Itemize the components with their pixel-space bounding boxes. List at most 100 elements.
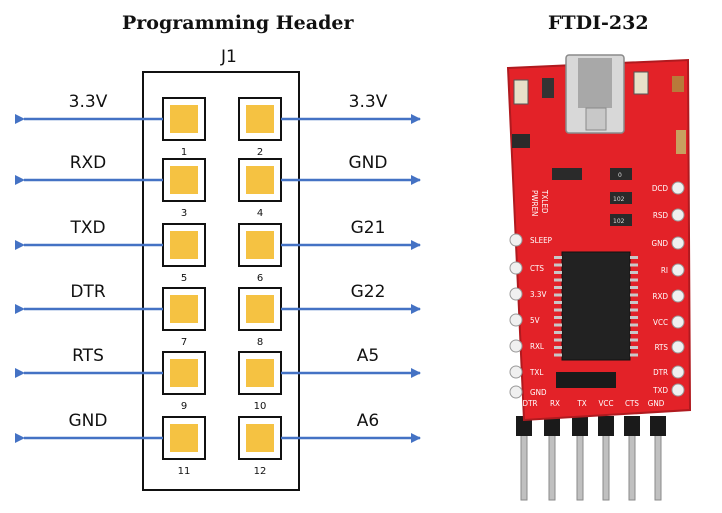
board-left-label: PWREN bbox=[530, 190, 539, 216]
pcb-body bbox=[506, 58, 692, 422]
pin-pad bbox=[246, 105, 274, 133]
capacitor-part bbox=[513, 79, 529, 105]
board-left-label: SLEEP bbox=[530, 236, 553, 245]
left-pad bbox=[509, 339, 523, 353]
board-right-label: TXD bbox=[652, 386, 668, 395]
ic-leg bbox=[630, 316, 638, 319]
pin-label: RXD bbox=[70, 153, 107, 173]
ic-leg bbox=[630, 323, 638, 327]
right-pad bbox=[671, 289, 685, 303]
programming-header-title: Programming Header bbox=[122, 12, 354, 34]
board-bottom-label: TX bbox=[576, 399, 586, 408]
ic-leg bbox=[630, 338, 638, 342]
board-right-label: RSD bbox=[653, 211, 669, 220]
ic-leg bbox=[630, 263, 638, 267]
header-pins bbox=[516, 416, 666, 501]
side-pads bbox=[509, 181, 685, 399]
ic-leg bbox=[554, 346, 562, 349]
ic-leg bbox=[554, 271, 562, 274]
pin-9: 9 RTS bbox=[14, 346, 206, 412]
pin-label: RTS bbox=[72, 346, 104, 366]
chip-resistor-label-0: 0 bbox=[618, 172, 622, 179]
board-right-label: VCC bbox=[653, 318, 668, 327]
board-left-label: 5V bbox=[530, 316, 540, 325]
pins-layer: 13.3V23.3V3RXD4GND5TXD6G217DTR8G229RTS10… bbox=[14, 92, 421, 477]
board-bottom-label: DTR bbox=[523, 399, 538, 408]
board-right-label: RTS bbox=[655, 343, 669, 352]
ic-leg bbox=[554, 316, 562, 319]
pin-pad bbox=[170, 105, 198, 133]
resistor-part bbox=[633, 71, 649, 95]
ic-leg bbox=[554, 353, 562, 357]
pin-label: 3.3V bbox=[69, 92, 108, 112]
board-left-label: TXL bbox=[529, 368, 543, 377]
board-bottom-label: CTS bbox=[625, 399, 639, 408]
header-pin-base bbox=[598, 416, 614, 436]
right-pad bbox=[671, 208, 685, 222]
right-pad bbox=[671, 383, 685, 397]
ic-leg bbox=[630, 278, 638, 282]
connector-housing bbox=[142, 71, 300, 491]
board-left-label: GND bbox=[530, 388, 547, 397]
ic-leg bbox=[630, 286, 638, 289]
pin-label: DTR bbox=[70, 282, 105, 302]
pin-2: 23.3V bbox=[238, 92, 421, 158]
usb-connector-opening bbox=[578, 58, 612, 108]
right-pad bbox=[671, 315, 685, 329]
pin-number: 5 bbox=[181, 273, 187, 284]
ic-leg bbox=[554, 338, 562, 342]
led-part bbox=[542, 78, 554, 98]
pin-number: 11 bbox=[178, 466, 191, 477]
header-pin-base bbox=[572, 416, 588, 436]
usb-connector-tab bbox=[585, 107, 607, 131]
pin-pad bbox=[170, 359, 198, 387]
pin-label: GND bbox=[349, 153, 388, 173]
ic-legs bbox=[554, 256, 638, 357]
board-bottom-label: GND bbox=[648, 399, 665, 408]
ic-leg bbox=[554, 301, 562, 304]
ic-leg bbox=[630, 256, 638, 259]
pin-number: 9 bbox=[181, 401, 187, 412]
ic-leg bbox=[630, 308, 638, 312]
header-pin-base bbox=[624, 416, 640, 436]
smd-part bbox=[512, 134, 530, 148]
pin-number: 8 bbox=[257, 337, 263, 348]
pin-number: 7 bbox=[181, 337, 187, 348]
ic-leg bbox=[554, 256, 562, 259]
chip-resistor-102-b bbox=[610, 214, 632, 226]
pin-1: 13.3V bbox=[14, 92, 206, 158]
header-pin-base bbox=[516, 416, 532, 436]
pin-pad bbox=[246, 359, 274, 387]
board-right-label: DTR bbox=[653, 368, 668, 377]
ic-leg bbox=[554, 323, 562, 327]
ic-leg bbox=[554, 293, 562, 297]
pin-pad bbox=[246, 166, 274, 194]
right-pad bbox=[671, 365, 685, 379]
pin-pad bbox=[246, 231, 274, 259]
ic-leg bbox=[630, 293, 638, 297]
pin-pad bbox=[170, 166, 198, 194]
right-pad bbox=[671, 236, 685, 250]
right-pad bbox=[671, 340, 685, 354]
pin-label: A5 bbox=[357, 346, 379, 366]
board-left-label: 3.3V bbox=[530, 290, 546, 299]
pin-7: 7 DTR bbox=[14, 282, 206, 348]
pin-pad bbox=[246, 424, 274, 452]
board-left-label: CTS bbox=[530, 264, 544, 273]
ic-leg bbox=[554, 331, 562, 334]
pin-pad bbox=[170, 231, 198, 259]
chip-resistor-label-2: 102 bbox=[613, 218, 625, 225]
left-pad bbox=[509, 365, 523, 379]
board-right-label: RXD bbox=[653, 292, 669, 301]
ic-leg bbox=[630, 271, 638, 274]
ic-leg bbox=[630, 331, 638, 334]
ftdi-ic bbox=[561, 251, 631, 361]
